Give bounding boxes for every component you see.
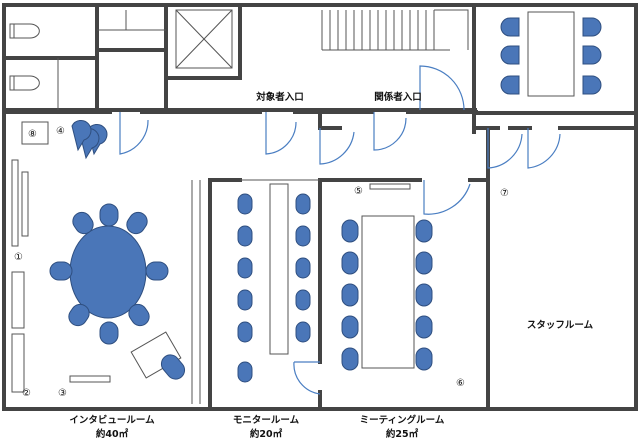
marker-4: ④ <box>56 126 65 137</box>
toilet-icon <box>9 23 40 39</box>
marker-6: ⑥ <box>456 378 465 389</box>
walls <box>2 3 638 411</box>
patient-entrance-label: 対象者入口 <box>255 91 304 103</box>
chairs-top-right <box>500 17 602 95</box>
meeting-room-label: ミーティングルーム <box>360 414 445 426</box>
top-right-table <box>527 11 575 97</box>
staff-room-label: スタッフルーム <box>527 319 594 331</box>
marker-2: ② <box>22 388 31 399</box>
marker-1: ① <box>14 252 23 263</box>
chairs-monitor <box>237 193 311 383</box>
interview-area-label: 約40㎡ <box>96 428 129 440</box>
marker-8: ⑧ <box>28 129 37 140</box>
toilet-icon <box>9 75 40 91</box>
interior-lines <box>57 10 320 404</box>
doors <box>119 65 561 395</box>
monitor-area-label: 約20㎡ <box>250 428 283 440</box>
interview-furniture <box>11 121 182 393</box>
meeting-table <box>361 183 415 369</box>
marker-5: ⑤ <box>354 186 363 197</box>
chairs-interview <box>49 119 186 380</box>
meeting-area-label: 約25㎡ <box>386 428 419 440</box>
elevator-icon <box>175 9 233 69</box>
interview-room-label: インタビュールーム <box>69 414 155 426</box>
stairs-icon <box>321 9 469 51</box>
monitor-room-label: モニタールーム <box>233 414 300 426</box>
marker-7: ⑦ <box>500 188 509 199</box>
staff-entrance-label: 関係者入口 <box>374 91 422 103</box>
marker-3: ③ <box>58 388 67 399</box>
chairs-meeting <box>341 219 433 371</box>
